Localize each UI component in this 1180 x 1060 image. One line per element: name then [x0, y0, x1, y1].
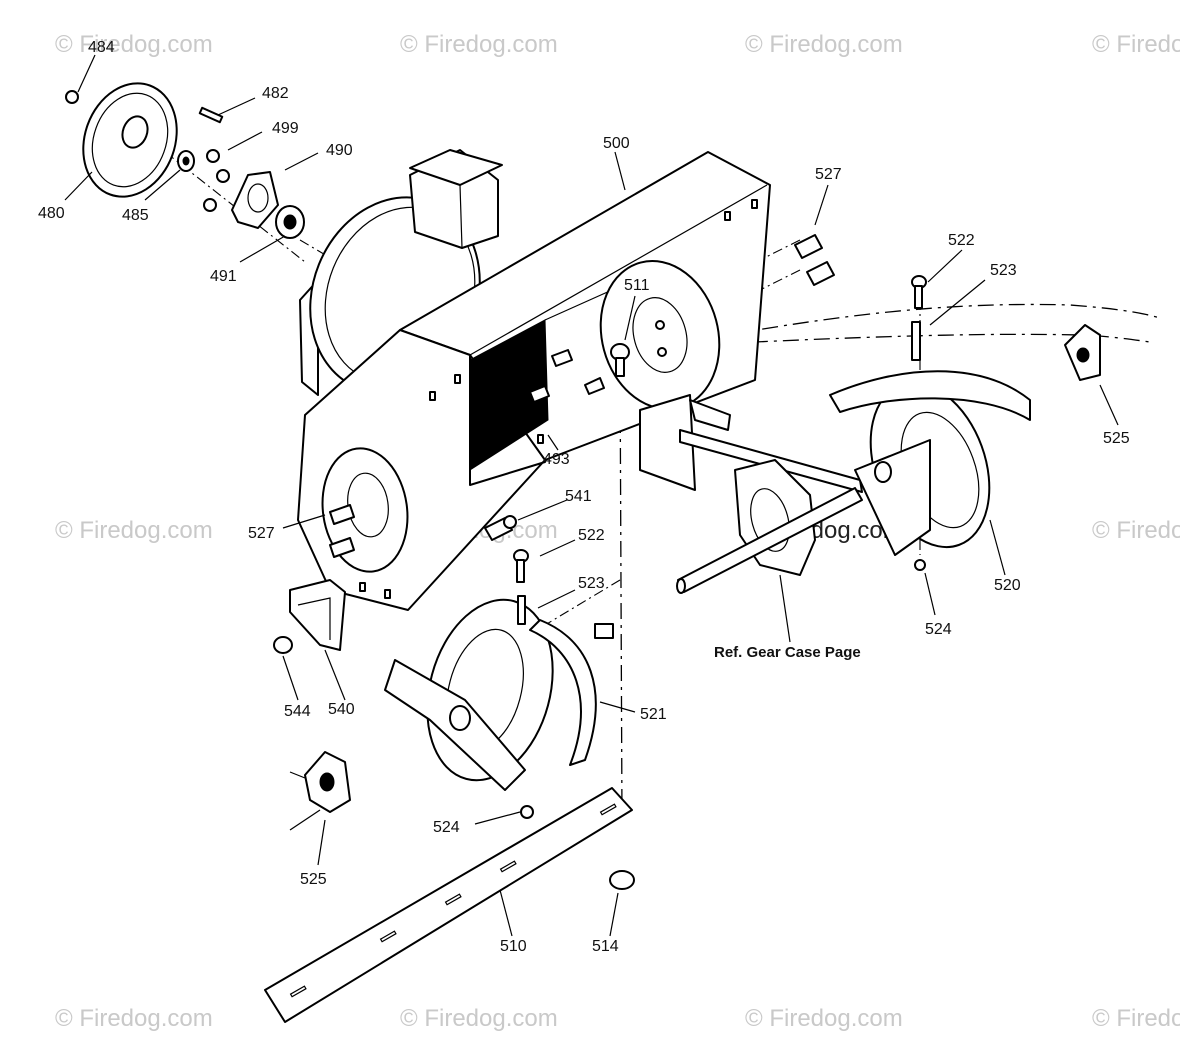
- auger-right-520: [829, 275, 1031, 571]
- watermark-1: © Firedog.com: [55, 31, 213, 58]
- label-482: 482: [262, 85, 289, 102]
- leader-lines: [64, 54, 1119, 937]
- pulley-assembly: [65, 82, 305, 239]
- bracket-540: [273, 579, 346, 654]
- label-527-top: 527: [815, 166, 842, 183]
- watermark-9: © Firedog.com: [55, 1005, 213, 1032]
- label-485: 485: [122, 207, 149, 224]
- label-510: 510: [500, 938, 527, 955]
- watermark-4: © Firedog.com: [1092, 31, 1180, 58]
- watermark-2: © Firedog.com: [400, 31, 558, 58]
- gear-case-reference-note: Ref. Gear Case Page: [714, 644, 861, 661]
- auger-left-521: [384, 549, 614, 819]
- label-490: 490: [326, 142, 353, 159]
- label-524-left: 524: [433, 819, 460, 836]
- label-541: 541: [565, 488, 592, 505]
- housing-bolts: [329, 234, 835, 558]
- nut-514: [609, 870, 635, 890]
- watermarks: © Firedog.com © Firedog.com © Firedog.co…: [55, 31, 1180, 1032]
- nut-544: [273, 636, 293, 654]
- watermark-12: © Firedog.com: [1092, 1005, 1180, 1032]
- watermark-11: © Firedog.com: [745, 1005, 903, 1032]
- bolt-499b: [216, 169, 230, 183]
- label-499: 499: [272, 120, 299, 137]
- label-514: 514: [592, 938, 619, 955]
- label-544: 544: [284, 703, 311, 720]
- key-482: [198, 106, 224, 124]
- watermark-5: © Firedog.com: [55, 517, 213, 544]
- watermark-10: © Firedog.com: [400, 1005, 558, 1032]
- label-523-right: 523: [990, 262, 1017, 279]
- scraper-bar-510: [264, 787, 635, 1023]
- watermark-8: © Firedog.com: [1092, 517, 1180, 544]
- label-540: 540: [328, 701, 355, 718]
- label-493: 493: [543, 451, 570, 468]
- label-491: 491: [210, 268, 237, 285]
- bearing-right-525: [1064, 324, 1101, 381]
- label-525-left: 525: [300, 871, 327, 888]
- watermark-3: © Firedog.com: [745, 31, 903, 58]
- bearing-left-525: [289, 751, 351, 831]
- label-523-left: 523: [578, 575, 605, 592]
- label-522-right: 522: [948, 232, 975, 249]
- label-480: 480: [38, 205, 65, 222]
- label-484: 484: [88, 39, 115, 56]
- bolt-499a: [206, 149, 220, 163]
- label-522-left: 522: [578, 527, 605, 544]
- label-524-right: 524: [925, 621, 952, 638]
- part-labels: 484 482 499 490 480 485 491 500 527 522 …: [38, 39, 1130, 955]
- nut-484: [65, 90, 79, 104]
- label-511: 511: [624, 277, 650, 294]
- label-525-right: 525: [1103, 430, 1130, 447]
- label-527-left: 527: [248, 525, 275, 542]
- label-520: 520: [994, 577, 1021, 594]
- gear-case-assembly: [639, 394, 863, 594]
- bearing-plate-490: [231, 171, 279, 229]
- bolt-499c: [203, 198, 217, 212]
- label-521: 521: [640, 706, 667, 723]
- label-500: 500: [603, 135, 630, 152]
